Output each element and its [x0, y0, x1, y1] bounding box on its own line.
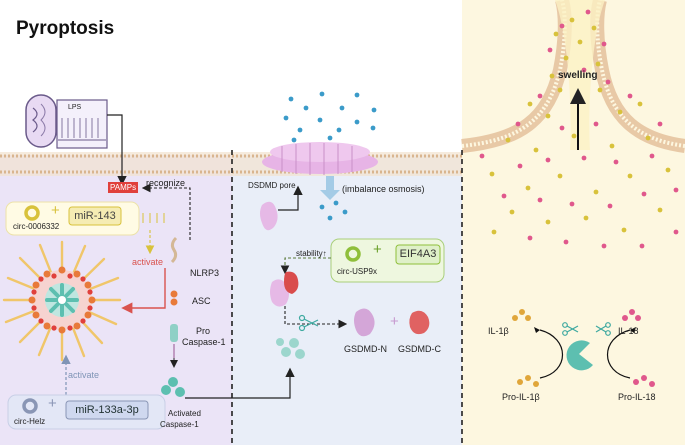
gsdmd-c-label: GSDMD-C — [398, 344, 441, 354]
gsdmd-pore-icon — [262, 142, 378, 175]
plus-3: + — [373, 241, 382, 258]
il1b-icon — [512, 309, 531, 321]
nlrp3-icon — [170, 236, 178, 264]
gsdmd-n-label: GSDMD-N — [344, 344, 387, 354]
scissors-icon — [298, 314, 319, 332]
gsdmd-n-icon — [354, 308, 375, 337]
asc-icon — [170, 290, 178, 306]
activated-caspase-label: Caspase-1 — [160, 420, 199, 429]
page-title: Pyroptosis — [16, 18, 115, 39]
pro-label: Pro — [196, 326, 211, 336]
imbalance-label: (imbalance osmosis) — [342, 184, 425, 194]
circrna-ring-icon — [24, 205, 40, 221]
middle-cell-panel — [232, 155, 462, 445]
bacterium-icon — [25, 94, 57, 148]
inflammasome-icon — [2, 240, 122, 362]
plus-2: + — [48, 395, 57, 412]
mir143-label: miR-143 — [74, 210, 116, 222]
pro-il18-label: Pro-IL-18 — [618, 392, 656, 402]
il1b-label: IL-1β — [488, 326, 509, 336]
pro-il1b-icon — [517, 375, 539, 387]
caspase-right-icon — [566, 340, 593, 371]
pamps-label: PAMPs — [110, 183, 137, 192]
activate-blue-label: activate — [68, 370, 100, 380]
circrna-ring-icon-3 — [345, 246, 361, 262]
pro-caspase-label: Caspase-1 — [182, 337, 226, 347]
ruptured-membrane — [461, 0, 685, 153]
activated-caspase-icon — [161, 377, 185, 397]
il18-label: IL-18 — [618, 326, 639, 336]
il18-icon — [622, 309, 641, 321]
gsdmd-monomer-icon — [260, 201, 278, 231]
pro-caspase-icon — [170, 324, 178, 368]
pro-il1b-label: Pro-IL-1β — [502, 392, 540, 402]
pro-il18-icon — [633, 375, 655, 387]
pamps-box — [108, 182, 138, 193]
ions-inside — [319, 200, 348, 221]
activated-label: Activated — [168, 409, 201, 418]
circ-helz-label: circ-Helz — [14, 417, 46, 426]
recognize-label: recognize — [146, 178, 186, 188]
scissors-icon-2 — [562, 322, 579, 336]
scissors-icon-3 — [595, 322, 611, 336]
stability-label: stability↑ — [296, 249, 327, 258]
circ-usp9x-label: circ-USP9x — [337, 267, 378, 276]
circ-0006332-label: circ-0006332 — [13, 222, 60, 231]
mir133-label: miR-133a-3p — [75, 404, 139, 416]
swelling-particles — [479, 9, 679, 249]
plus-4: + — [390, 313, 399, 330]
nlrp3-label: NLRP3 — [190, 268, 220, 278]
gsdmd-full-icon — [270, 271, 299, 307]
dsdmd-pore-label: DSDMD pore — [248, 181, 296, 190]
plus-1: + — [51, 202, 60, 219]
eif4a3-label: EIF4A3 — [399, 248, 437, 260]
cell-membrane — [0, 152, 462, 176]
lps-icon — [56, 99, 108, 149]
swelling-label: swelling — [558, 70, 598, 81]
activate-red-label: activate — [132, 257, 164, 267]
lps-label: LPS — [68, 104, 82, 111]
circrna-ring-icon-2 — [22, 398, 38, 414]
ions-outside — [283, 91, 377, 143]
asc-label: ASC — [192, 296, 211, 306]
caspase-mid-icon — [276, 338, 305, 359]
gsdmd-c-icon — [409, 310, 430, 335]
